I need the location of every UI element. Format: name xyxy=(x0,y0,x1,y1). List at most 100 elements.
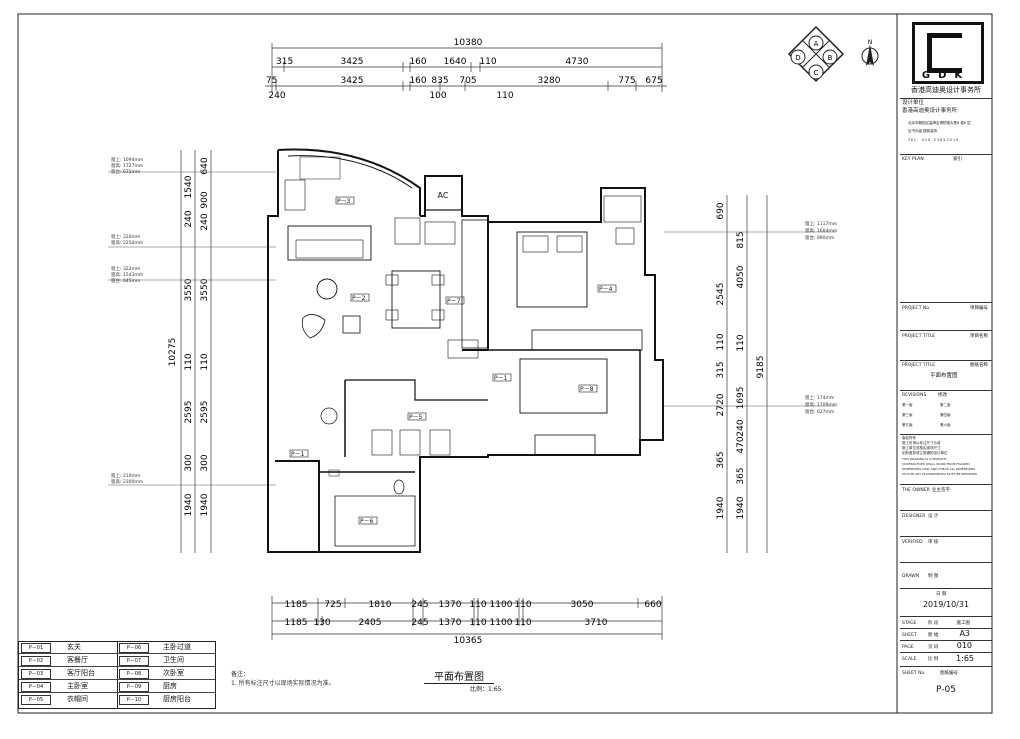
drawing-title-val: 图纸名称 xyxy=(970,363,988,368)
win-note-r1a: 窗上: 174mm xyxy=(805,394,834,401)
drawing-name: 平面布置图 xyxy=(930,373,958,379)
drawing-title-label: PROJECT TITLE xyxy=(902,363,936,368)
win-note-l0a: 窗上: 1094mm xyxy=(111,156,143,163)
verified-label: VERIFIED xyxy=(902,540,923,545)
room-tags: P－3 P－2 P－7 P－4 P－1 P－8 P－5 P－1 P－6 AC xyxy=(289,191,617,525)
dim-left-c2-5: 2595 xyxy=(200,401,210,424)
copyright-en-1: THIS DRAWING IS COPYRIGHT xyxy=(902,457,947,461)
win-note-r1c: 窗台: 627mm xyxy=(805,408,834,415)
dim-top-r2-6: 775 xyxy=(618,76,635,86)
key-plan-block: KEY PLAN 索引 xyxy=(900,154,992,303)
compass-rose: A B C D xyxy=(787,25,845,83)
room-tag-1a: P－1 xyxy=(494,375,508,382)
dim-left-c2-4: 110 xyxy=(200,353,210,370)
dim-left-c1-4: 2595 xyxy=(184,401,194,424)
drawn-val: 制 图 xyxy=(928,574,939,579)
legend-code: P－10 xyxy=(119,695,149,705)
legend-code: P－06 xyxy=(119,643,149,653)
rev-5: 第五版 xyxy=(902,423,913,427)
dim-left-c2-3: 3550 xyxy=(200,278,210,301)
dim-top-r1-3: 1640 xyxy=(444,57,467,67)
designer-block: DESIGNER 设 计 xyxy=(900,510,992,537)
stage-row: STAGE 阶 段 施工图 xyxy=(900,616,992,629)
sheet-val: A3 xyxy=(959,629,970,638)
win-note-l3a: 窗上: 210mm xyxy=(111,472,140,479)
note-line-1: 1. 所有标注尺寸以现场实际情况为准。 xyxy=(231,680,335,687)
drawing-title: 平面布置图 xyxy=(424,668,494,684)
dim-bot-r2-0: 1185 xyxy=(285,618,308,628)
dim-bot-r2-1: 130 xyxy=(313,618,330,628)
dim-top-r2-4: 705 xyxy=(459,76,476,86)
dim-bot-r2-4: 1370 xyxy=(439,618,462,628)
win-note-l1b: 窗高: 2250mm xyxy=(111,239,143,246)
dim-right-overall: 9185 xyxy=(756,356,766,379)
dim-right-c2-3: 315 xyxy=(716,361,726,378)
note-heading: 备注： xyxy=(231,671,250,678)
dim-top-r3-0: 240 xyxy=(268,91,285,101)
room-tag-2: P－2 xyxy=(352,295,366,302)
win-note-l2b: 窗高: 1543mm xyxy=(111,271,143,278)
dim-right-c1-5: 470 xyxy=(736,436,746,453)
room-tag-8: P－8 xyxy=(580,386,594,393)
win-note-r0c: 窗台: 890mm xyxy=(805,234,834,241)
rev-6: 第六版 xyxy=(940,423,951,427)
sheet-border xyxy=(17,13,993,714)
win-note-l1a: 窗上: 220mm xyxy=(111,233,140,240)
dim-right-c1-3: 1695 xyxy=(736,387,746,410)
dim-bot-r2-6: 1100 xyxy=(490,618,513,628)
firm-name: 香港高迪奥设计事务所 xyxy=(911,86,981,94)
title-block: GDK 香港高迪奥设计事务所 设计单位 香港高迪奥设计事务所 北京市朝阳区高碑店… xyxy=(900,18,992,713)
dim-top-r1-4: 110 xyxy=(479,57,496,67)
copyright-cn-3: 施工单位须核实现场尺寸 xyxy=(902,446,941,450)
page-cn: 页 码 xyxy=(928,645,939,650)
room-tag-4: P－4 xyxy=(599,286,613,293)
right-dimensions: 815 4050 110 1695 240 470 365 1940 690 2… xyxy=(716,195,768,553)
design-unit: 香港高迪奥设计事务所 xyxy=(902,108,958,114)
rev-4: 第四版 xyxy=(940,413,951,417)
drawing-notes: 备注： 1. 所有标注尺寸以现场实际情况为准。 xyxy=(231,670,335,688)
legend-code: P－04 xyxy=(21,682,51,692)
sheet-no-block: SHEET No. 图纸编号 P-05 xyxy=(900,666,992,714)
verified-block: VERIFIED 审 核 xyxy=(900,536,992,563)
address-line-2: 证书分级 建筑装饰 xyxy=(908,129,938,133)
dim-right-c2-5: 365 xyxy=(716,451,726,468)
top-dimensions: 10380 315 3425 160 1640 110 4730 75 3425… xyxy=(265,38,667,101)
room-legend: P－01 玄关 P－06 主卧过道 P－02 客餐厅 P－07 卫生间 P－03… xyxy=(18,641,216,709)
window-notes-left: 窗上: 1094mm 窗高: 1727mm 窗台: 675mm 窗上: 220m… xyxy=(108,156,276,486)
dim-top-r2-3: 835 xyxy=(431,76,448,86)
project-title-val: 项目名称 xyxy=(970,334,988,339)
dim-right-c1-1: 4050 xyxy=(736,265,746,288)
project-title-block: PROJECT TITLE 项目名称 xyxy=(900,330,992,361)
win-note-l2a: 窗上: 322mm xyxy=(111,265,140,272)
design-unit-block: 设计单位 香港高迪奥设计事务所 北京市朝阳区高碑店博物馆大厦8 楼6 层 证书分… xyxy=(900,98,992,155)
room-tag-3: P－3 xyxy=(337,198,351,205)
sheet-cn: 图 幅 xyxy=(928,633,939,638)
dim-top-overall: 10380 xyxy=(454,38,483,48)
date-val: 2019/10/31 xyxy=(922,600,970,609)
window-notes-right: 窗上: 1117mm 窗高: 1604mm 窗台: 890mm 窗上: 174m… xyxy=(664,220,837,415)
legend-name: 衣帽间 xyxy=(67,695,88,703)
copyright-en-2: CONTRACTORS SHALL WORK FROM FIGURED xyxy=(902,462,970,466)
owner-val: 业主签字 xyxy=(932,488,950,493)
dim-bot-r1-9: 660 xyxy=(644,600,661,610)
dim-left-c2-0: 640 xyxy=(200,157,210,174)
copyright-block: 版权所有 施工时请以标注尺寸为准 施工单位须核实现场尺寸 如有差异请立即通知设计… xyxy=(900,434,992,485)
win-note-l0c: 窗台: 675mm xyxy=(111,168,140,175)
verified-val: 审 核 xyxy=(928,540,939,545)
dim-bot-overall: 10365 xyxy=(454,636,483,646)
scale-row: SCALE 比 例 1:65 xyxy=(900,652,992,667)
win-note-r0b: 窗高: 1604mm xyxy=(805,227,837,234)
dim-bot-r1-5: 110 xyxy=(469,600,486,610)
legend-code: P－08 xyxy=(119,669,149,679)
legend-code: P－02 xyxy=(21,656,51,666)
room-tag-6: P－6 xyxy=(360,518,374,525)
dim-bot-r1-0: 1185 xyxy=(285,600,308,610)
win-note-l2c: 窗台: 645mm xyxy=(111,277,140,284)
sheet-no-cn: 图纸编号 xyxy=(940,671,958,676)
legend-name: 主卧室 xyxy=(67,682,88,690)
key-plan-label: KEY PLAN xyxy=(902,157,924,162)
dim-left-c1-1: 240 xyxy=(184,210,194,227)
legend-name: 次卧室 xyxy=(163,669,184,677)
